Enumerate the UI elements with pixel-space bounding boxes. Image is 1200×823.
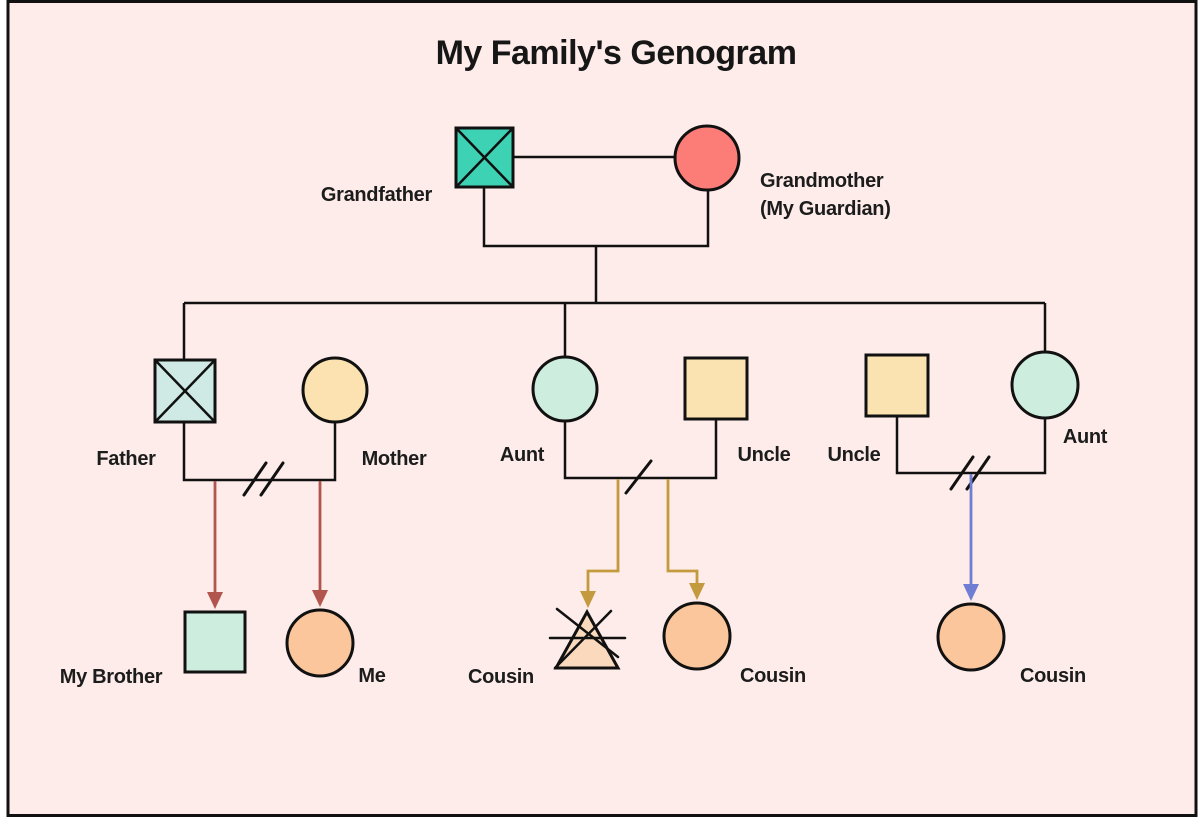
cousin-lost-triangle — [553, 608, 621, 670]
father-label: Father — [96, 448, 156, 470]
aunt-mid-label: Aunt — [500, 444, 545, 466]
grandmother-sublabel: (My Guardian) — [760, 198, 891, 220]
person-cousin-mid: Cousin — [662, 601, 806, 687]
brother-square — [183, 610, 247, 674]
arrowhead-me — [312, 590, 328, 607]
separation-slash — [624, 459, 653, 495]
mother-circle — [301, 356, 369, 424]
mother-label: Mother — [362, 448, 427, 470]
cousin-mid-circle — [662, 601, 732, 671]
uncle-right-label: Uncle — [828, 444, 881, 466]
arrowhead-cousin-lost — [580, 591, 596, 608]
divorce-slash — [242, 461, 268, 497]
diagram-title: My Family's Genogram — [436, 34, 797, 72]
deceased-cross — [154, 359, 216, 423]
cousin-right-label: Cousin — [1020, 665, 1086, 687]
person-uncle-right: Uncle — [828, 353, 930, 466]
deceased-cross — [553, 609, 613, 670]
deceased-cross — [455, 127, 514, 188]
arrowhead-cousin-mid — [689, 583, 705, 600]
person-father: Father — [96, 358, 217, 470]
uncle-right-square — [864, 353, 930, 418]
person-me: Me — [285, 608, 386, 687]
arrowhead-cousin-right — [963, 584, 979, 601]
descent-arrow-cousin-mid — [666, 479, 699, 585]
couple-line-middle — [563, 419, 718, 480]
uncle-mid-label: Uncle — [738, 444, 791, 466]
cousin-mid-label: Cousin — [740, 665, 806, 687]
grandmother-circle — [673, 124, 741, 192]
couple-line-right — [895, 416, 1047, 475]
aunt-right-label: Aunt — [1063, 426, 1108, 448]
grandmother-label: Grandmother — [760, 170, 884, 192]
person-cousin-lost: Cousin — [468, 607, 627, 688]
aunt-right-circle — [1010, 350, 1080, 420]
divorce-slash — [949, 455, 975, 491]
person-cousin-right: Cousin — [936, 602, 1086, 687]
person-aunt-mid: Aunt — [500, 355, 599, 466]
person-brother: My Brother — [60, 610, 247, 688]
person-aunt-right: Aunt — [1010, 350, 1108, 448]
couple-line-left — [182, 422, 337, 482]
divorce-slash — [259, 461, 285, 497]
aunt-mid-circle — [531, 355, 599, 423]
uncle-mid-square — [683, 356, 749, 421]
me-label: Me — [358, 665, 385, 687]
grandfather-label: Grandfather — [321, 184, 433, 206]
me-circle — [285, 608, 355, 678]
arrowhead-brother — [207, 592, 223, 609]
cousin-lost-label: Cousin — [468, 666, 534, 688]
descent-arrow-cousin-lost — [586, 479, 620, 593]
deceased-cross — [555, 607, 620, 659]
person-grandmother: Grandmother (My Guardian) — [673, 124, 891, 220]
brother-label: My Brother — [60, 666, 163, 688]
cousin-right-circle — [936, 602, 1006, 672]
person-grandfather: Grandfather — [321, 126, 515, 206]
